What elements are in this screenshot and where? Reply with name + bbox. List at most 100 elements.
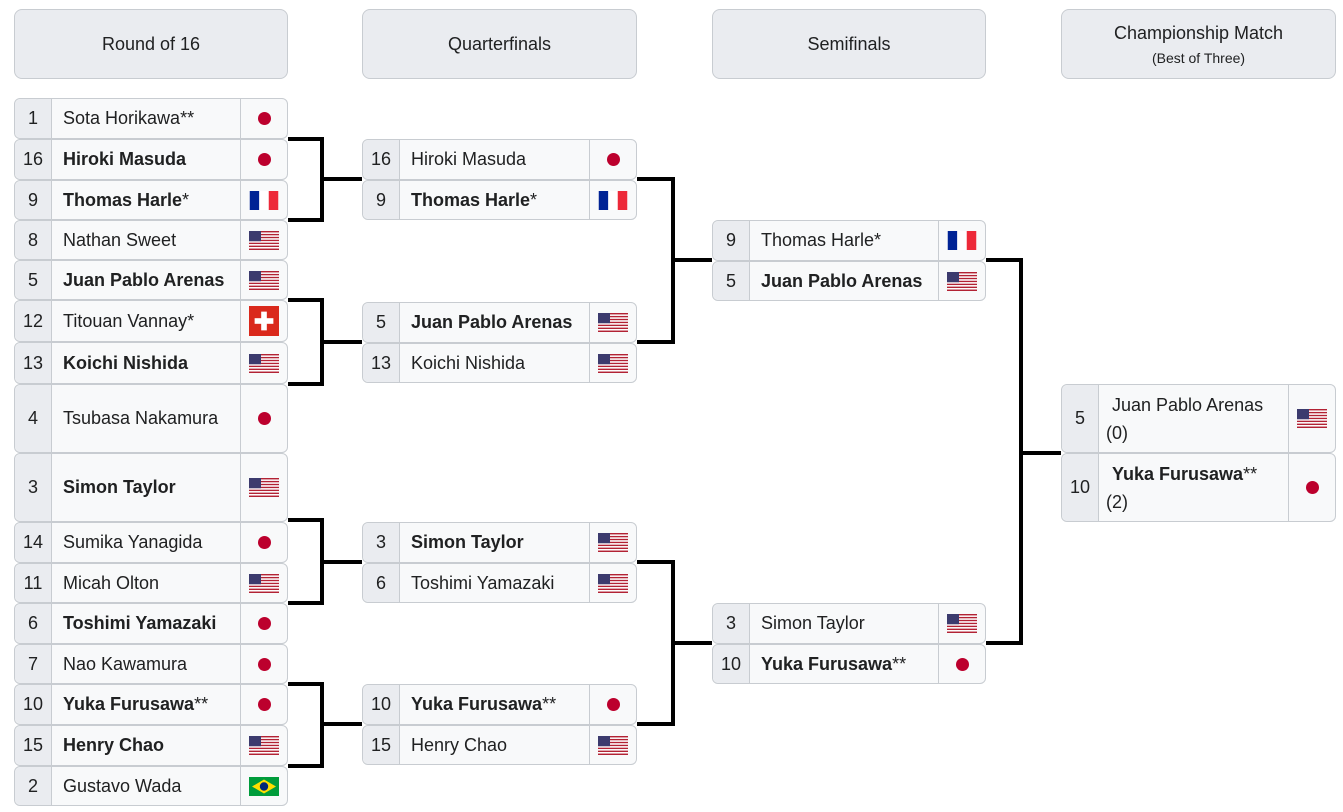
player-name: Micah Olton [63,564,239,602]
connector-line [637,560,712,726]
player-name-text: Hiroki Masuda [63,149,187,169]
player-name: Hiroki Masuda [411,140,588,179]
seed-number: 1 [15,99,52,138]
player-mark: ** [892,653,907,674]
seed-number: 10 [363,685,400,724]
r16-entry: 11 Micah Olton [14,563,288,603]
sf-entry: 10 Yuka Furusawa** [712,644,986,684]
seed-number: 3 [15,454,52,521]
r16-entry: 7 Nao Kawamura [14,644,288,684]
player-name: Yuka Furusawa** [63,685,239,724]
player-name-text: Juan Pablo Arenas [63,269,225,290]
r16-entry: 4 Tsubasa Nakamura [14,384,288,453]
player-name-text: Yuka Furusawa [1112,463,1244,484]
r16-entry: 5 Juan Pablo Arenas [14,260,288,300]
us-flag-icon [589,564,636,602]
match-score: (0) [1106,422,1128,443]
jp-flag-icon [240,99,287,138]
qf-entry: 6 Toshimi Yamazaki [362,563,637,603]
player-name-text: Gustavo Wada [63,775,182,796]
match-score: (2) [1106,491,1128,512]
seed-number: 12 [15,301,52,341]
sf-entry: 5 Juan Pablo Arenas [712,261,986,301]
header-label: Semifinals [807,33,891,54]
header-sublabel: (Best of Three) [1151,49,1246,66]
seed-number: 13 [15,343,52,383]
r16-entry: 3 Simon Taylor [14,453,288,522]
us-flag-icon [240,726,287,765]
player-name: Yuka Furusawa** (2) [1106,454,1287,521]
player-name: Thomas Harle* [761,221,937,260]
header-quarterfinals: Quarterfinals [362,9,637,79]
ch-flag-icon [240,301,287,341]
seed-number: 10 [1062,454,1099,521]
r16-entry: 9 Thomas Harle* [14,180,288,220]
seed-number: 5 [363,303,400,342]
seed-number: 9 [15,181,52,219]
r16-entry: 14 Sumika Yanagida [14,522,288,563]
player-name-text: Thomas Harle [761,230,875,250]
r16-entry: 1 Sota Horikawa** [14,98,288,139]
us-flag-icon [240,221,287,259]
qf-entry: 5 Juan Pablo Arenas [362,302,637,343]
jp-flag-icon [240,385,287,452]
qf-entry: 3 Simon Taylor [362,522,637,563]
player-mark: * [874,230,882,250]
player-name-text: Yuka Furusawa [411,694,543,714]
seed-number: 13 [363,344,400,382]
player-name: Nao Kawamura [63,645,239,683]
player-name-text: Thomas Harle [411,189,531,210]
seed-number: 2 [15,767,52,805]
player-name-text: Micah Olton [63,572,160,593]
player-mark: * [530,189,538,210]
jp-flag-icon [589,140,636,179]
player-name: Titouan Vannay* [63,301,239,341]
player-name: Thomas Harle* [411,181,588,219]
player-name: Thomas Harle* [63,181,239,219]
jp-flag-icon [589,685,636,724]
r16-entry: 13 Koichi Nishida [14,342,288,384]
final-entry: 5 Juan Pablo Arenas (0) [1061,384,1336,453]
br-flag-icon [240,767,287,805]
jp-flag-icon [240,645,287,683]
us-flag-icon [240,343,287,383]
player-name-text: Henry Chao [63,735,165,755]
seed-number: 16 [363,140,400,179]
connector-line [288,298,362,386]
us-flag-icon [938,604,985,643]
seed-number: 9 [363,181,400,219]
player-name-text: Yuka Furusawa [761,653,893,674]
seed-number: 14 [15,523,52,562]
player-name-text: Toshimi Yamazaki [63,613,217,633]
us-flag-icon [589,303,636,342]
player-name: Henry Chao [63,726,239,765]
player-name-text: Sota Horikawa [63,108,181,128]
player-name-text: Tsubasa Nakamura [63,408,219,428]
us-flag-icon [589,726,636,764]
player-name: Yuka Furusawa** [411,685,588,724]
player-name: Hiroki Masuda [63,140,239,179]
player-name: Juan Pablo Arenas (0) [1106,385,1287,452]
connector-line [288,682,362,768]
player-name: Simon Taylor [411,523,588,562]
seed-number: 6 [363,564,400,602]
player-mark: * [187,310,195,331]
r16-entry: 16 Hiroki Masuda [14,139,288,180]
player-name-text: Simon Taylor [761,613,865,633]
sf-entry: 3 Simon Taylor [712,603,986,644]
seed-number: 11 [15,564,52,602]
player-name: Sumika Yanagida [63,523,239,562]
seed-number: 16 [15,140,52,179]
player-name-text: Juan Pablo Arenas [761,270,923,291]
header-championship: Championship Match (Best of Three) [1061,9,1336,79]
player-mark: ** [194,694,209,714]
player-mark: ** [1243,463,1258,484]
us-flag-icon [938,262,985,300]
player-name: Simon Taylor [63,454,239,521]
jp-flag-icon [240,523,287,562]
player-name: Toshimi Yamazaki [411,564,588,602]
seed-number: 3 [363,523,400,562]
us-flag-icon [589,344,636,382]
r16-entry: 6 Toshimi Yamazaki [14,603,288,644]
